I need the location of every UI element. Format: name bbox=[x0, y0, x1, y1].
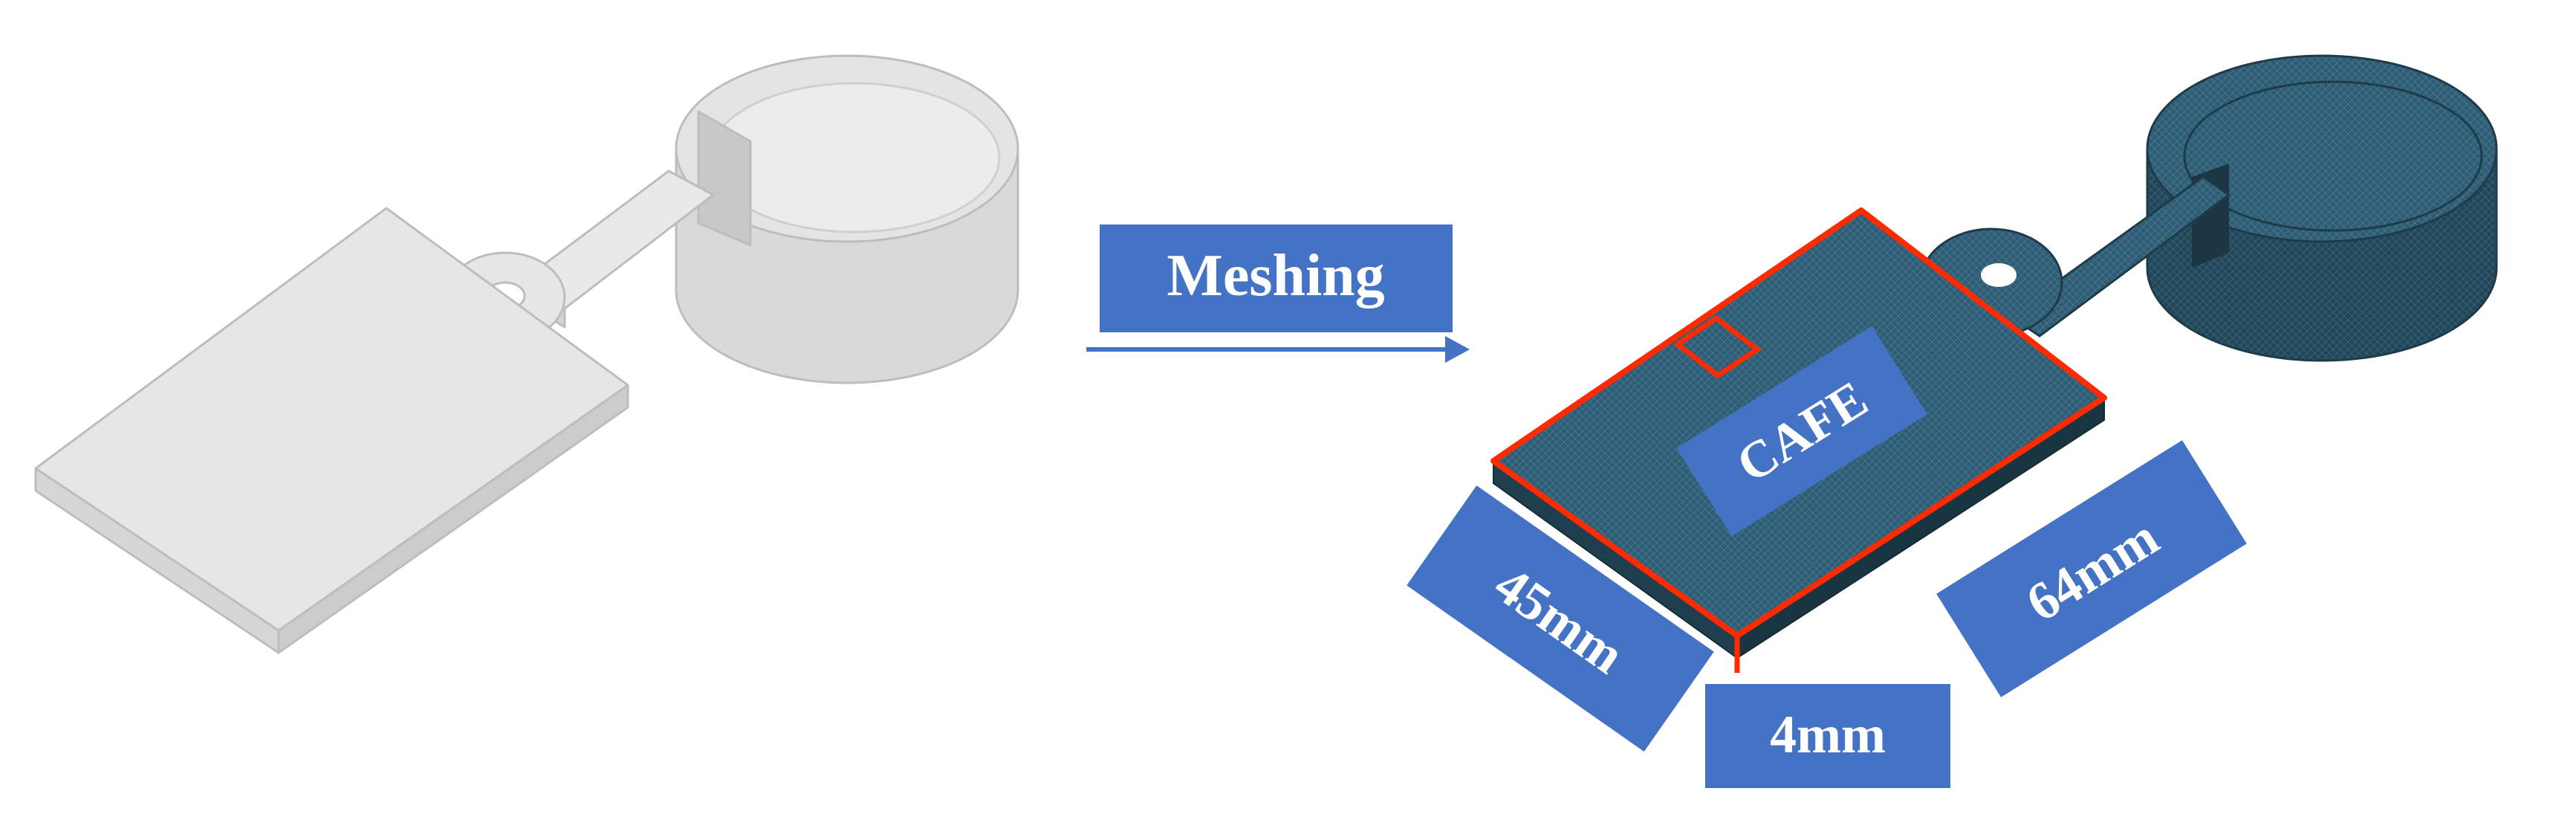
meshing-label-box bbox=[1100, 225, 1453, 332]
meshing-arrow: Meshing bbox=[1086, 225, 1470, 363]
raw-cup-inner bbox=[708, 82, 1001, 233]
meshing-label: Meshing bbox=[1167, 243, 1384, 309]
length-label-box bbox=[1407, 485, 1714, 752]
thickness-label: 4mm bbox=[1770, 705, 1886, 764]
width-label-box bbox=[1936, 440, 2247, 697]
cafe-region-outline bbox=[1490, 207, 2107, 639]
thickness-label-box bbox=[1705, 684, 1950, 788]
mesh-channel bbox=[2008, 175, 2231, 338]
raw-part bbox=[34, 54, 1019, 654]
raw-plate-top bbox=[34, 207, 629, 632]
cafe-sample-square bbox=[1673, 314, 1762, 379]
thickness-label-group: 4mm bbox=[1705, 684, 1950, 788]
mesh-cup-top bbox=[2146, 54, 2498, 243]
arrow-head bbox=[1445, 336, 1470, 363]
cafe-label-box bbox=[1676, 326, 1927, 537]
